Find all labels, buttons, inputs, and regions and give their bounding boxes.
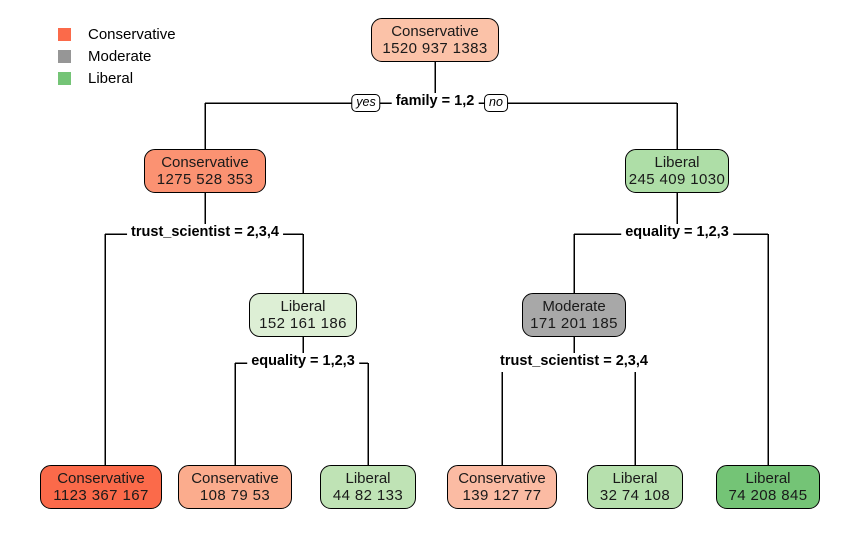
branch-label-yes: yes — [351, 94, 381, 112]
node-counts: 44 82 133 — [332, 486, 404, 504]
node-class-label: Liberal — [612, 469, 658, 487]
branch-label-no: no — [484, 94, 508, 112]
split-label-s-right: equality = 1,2,3 — [621, 224, 733, 240]
node-class-label: Liberal — [280, 297, 326, 315]
legend: Conservative Moderate Liberal — [58, 24, 176, 90]
split-label-s-left: trust_scientist = 2,3,4 — [127, 224, 283, 240]
node-counts: 74 208 845 — [728, 486, 808, 504]
node-counts: 171 201 185 — [530, 314, 618, 332]
node-class-label: Moderate — [542, 297, 606, 315]
legend-swatch-liberal — [58, 71, 71, 85]
node-counts: 1123 367 167 — [53, 486, 149, 504]
node-class-label: Liberal — [654, 153, 700, 171]
legend-item-moderate: Moderate — [58, 46, 176, 66]
node-class-label: Liberal — [345, 469, 391, 487]
legend-swatch-moderate — [58, 49, 71, 63]
legend-label-liberal: Liberal — [88, 69, 134, 87]
node-class-label: Conservative — [458, 469, 546, 487]
node-counts: 245 409 1030 — [628, 170, 726, 188]
node-counts: 32 74 108 — [599, 486, 671, 504]
legend-item-liberal: Liberal — [58, 68, 176, 88]
node-counts: 152 161 186 — [259, 314, 347, 332]
node-class-label: Liberal — [745, 469, 791, 487]
node-counts: 1275 528 353 — [156, 170, 254, 188]
split-label-s-mid-l: equality = 1,2,3 — [247, 353, 359, 369]
node-counts: 139 127 77 — [462, 486, 542, 504]
split-label-s-root: family = 1,2 — [391, 93, 479, 109]
legend-label-conservative: Conservative — [88, 25, 176, 43]
node-counts: 108 79 53 — [199, 486, 271, 504]
legend-swatch-conservative — [58, 27, 71, 41]
node-class-label: Conservative — [191, 469, 279, 487]
legend-label-moderate: Moderate — [88, 47, 152, 65]
node-counts: 1520 937 1383 — [382, 39, 488, 57]
node-class-label: Conservative — [391, 22, 479, 40]
split-label-s-mid-r: trust_scientist = 2,3,4 — [496, 353, 652, 369]
node-class-label: Conservative — [161, 153, 249, 171]
legend-item-conservative: Conservative — [58, 24, 176, 44]
node-class-label: Conservative — [57, 469, 145, 487]
